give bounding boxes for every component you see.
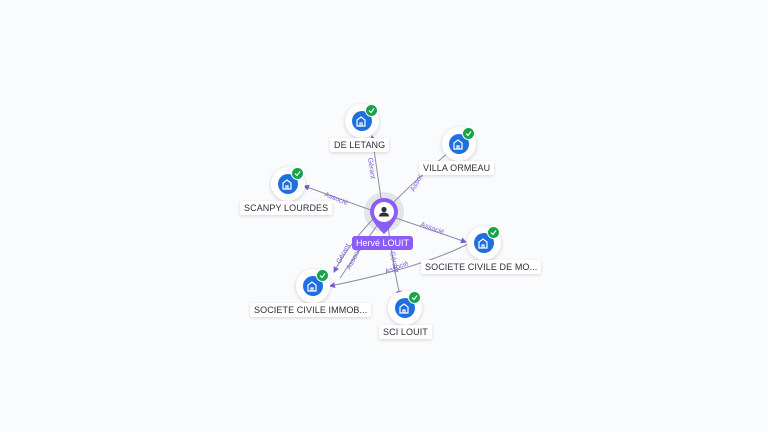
verified-check-icon: [291, 167, 304, 180]
center-person-label[interactable]: Hervé LOUIT: [352, 236, 414, 250]
company-label-sci-louit[interactable]: SCI LOUIT: [379, 325, 432, 339]
edge-scv-de-mo: [383, 213, 467, 244]
edge-scvmo-scimmob: [329, 243, 469, 288]
company-label-villa-ormeau[interactable]: VILLA ORMEAU: [419, 161, 495, 175]
edge-label-sci-louit: Gérant: [388, 251, 399, 273]
person-pin-icon: [370, 198, 398, 234]
building-icon: [474, 233, 494, 253]
company-node-de-letang[interactable]: [345, 104, 379, 138]
company-label-sc-immob[interactable]: SOCIETE CIVILE IMMOB...: [250, 303, 372, 317]
verified-check-icon: [365, 104, 378, 117]
company-label-scanpy-lourdes[interactable]: SCANPY LOURDES: [240, 201, 333, 215]
building-icon: [278, 174, 298, 194]
verified-check-icon: [408, 291, 421, 304]
verified-check-icon: [316, 269, 329, 282]
building-icon: [449, 134, 469, 154]
company-label-de-letang[interactable]: DE LETANG: [330, 138, 390, 152]
building-icon: [352, 111, 372, 131]
company-node-sc-immob[interactable]: [296, 269, 330, 303]
verified-check-icon: [462, 127, 475, 140]
company-node-villa-ormeau[interactable]: [442, 127, 476, 161]
center-person-node[interactable]: [368, 196, 400, 241]
company-node-scv-de-mo[interactable]: [467, 226, 501, 260]
edge-label-de-letang: Gérant: [366, 157, 376, 179]
building-icon: [303, 276, 323, 296]
company-node-sci-louit[interactable]: [388, 291, 422, 325]
edge-scanpy-lourdes: [303, 184, 383, 215]
building-icon: [395, 298, 415, 318]
company-label-scv-de-mo[interactable]: SOCIETE CIVILE DE MO...: [421, 260, 542, 274]
verified-check-icon: [487, 226, 500, 239]
company-node-scanpy-lourdes[interactable]: [271, 167, 305, 201]
edge-label-scv-de-mo: Associé: [419, 221, 445, 236]
